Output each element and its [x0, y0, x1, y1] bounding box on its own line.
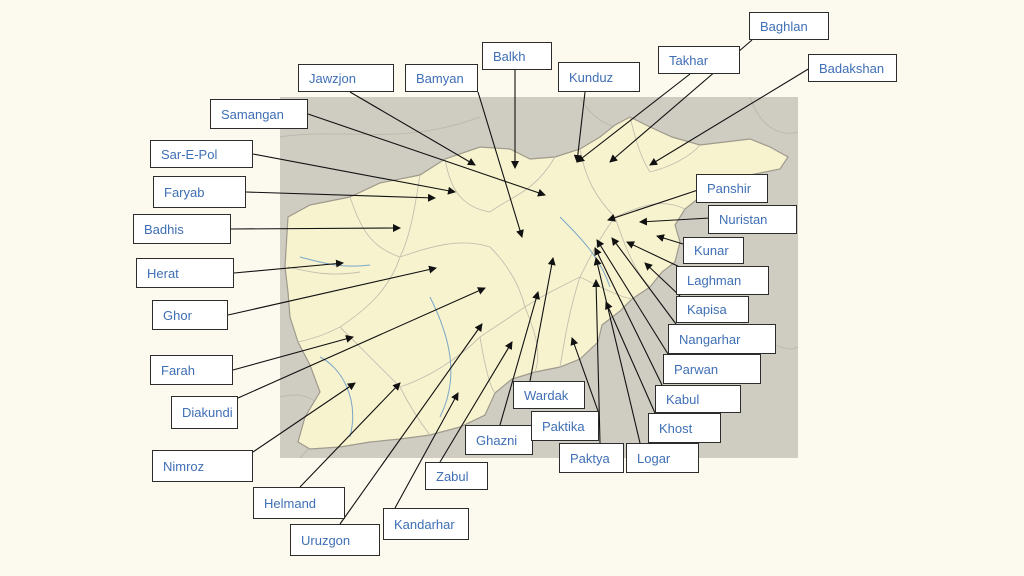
province-label-kunduz: Kunduz	[558, 62, 640, 92]
province-label-farah: Farah	[150, 355, 233, 385]
province-label-kunar: Kunar	[683, 237, 744, 264]
province-label-samangan: Samangan	[210, 99, 308, 129]
province-label-helmand: Helmand	[253, 487, 345, 519]
province-label-badhis: Badhis	[133, 214, 231, 244]
province-label-parwan: Parwan	[663, 354, 761, 384]
province-label-badakshan: Badakshan	[808, 54, 897, 82]
province-label-takhar: Takhar	[658, 46, 740, 74]
province-label-faryab: Faryab	[153, 176, 246, 208]
province-label-jawzjon: Jawzjon	[298, 64, 394, 92]
province-label-nimroz: Nimroz	[152, 450, 253, 482]
province-label-baghlan: Baghlan	[749, 12, 829, 40]
province-label-logar: Logar	[626, 443, 699, 473]
province-label-sar-e-pol: Sar-E-Pol	[150, 140, 253, 168]
province-label-panshir: Panshir	[696, 174, 768, 203]
province-label-diakundi: Diakundi	[171, 396, 238, 429]
province-label-nangarhar: Nangarhar	[668, 324, 776, 354]
province-label-uruzgon: Uruzgon	[290, 524, 380, 556]
province-label-wardak: Wardak	[513, 381, 585, 409]
province-label-bamyan: Bamyan	[405, 64, 478, 92]
province-label-herat: Herat	[136, 258, 234, 288]
province-label-balkh: Balkh	[482, 42, 552, 70]
province-label-paktya: Paktya	[559, 443, 624, 473]
province-label-paktika: Paktika	[531, 411, 599, 441]
province-label-laghman: Laghman	[676, 266, 769, 295]
province-label-zabul: Zabul	[425, 462, 488, 490]
province-label-khost: Khost	[648, 413, 721, 443]
province-label-kabul: Kabul	[655, 385, 741, 413]
province-label-nuristan: Nuristan	[708, 205, 797, 234]
province-label-ghor: Ghor	[152, 300, 228, 330]
province-label-kapisa: Kapisa	[676, 296, 749, 323]
province-label-ghazni: Ghazni	[465, 425, 533, 455]
province-label-kandarhar: Kandarhar	[383, 508, 469, 540]
